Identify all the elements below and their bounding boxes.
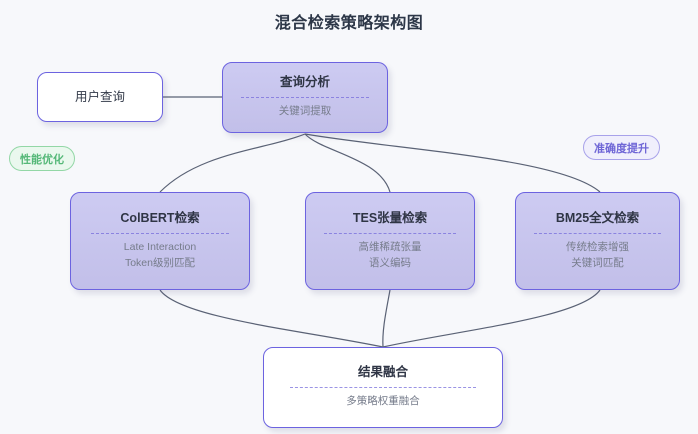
edge-tes-to-fusion bbox=[382, 289, 391, 348]
node-tes-subtitle-line1: 高维稀疏张量 bbox=[358, 241, 422, 254]
node-colbert-subtitle: Late Interaction Token级别匹配 bbox=[124, 240, 196, 270]
node-divider bbox=[241, 97, 369, 99]
node-divider bbox=[290, 387, 476, 389]
node-divider bbox=[533, 233, 662, 235]
edge-colbert-to-fusion bbox=[159, 289, 384, 348]
node-fusion-title: 结果融合 bbox=[357, 365, 408, 380]
node-user-query-title: 用户查询 bbox=[74, 89, 125, 104]
edge-query-analysis-to-tes bbox=[304, 133, 391, 193]
node-colbert-subtitle-line2: Token级别匹配 bbox=[124, 256, 195, 269]
node-colbert[interactable]: ColBERT检索 Late Interaction Token级别匹配 bbox=[70, 192, 250, 290]
node-bm25-subtitle: 传统检索增强 关键词匹配 bbox=[566, 240, 629, 270]
page-title: 混合检索策略架构图 bbox=[274, 15, 424, 32]
node-bm25-subtitle-line2: 关键词匹配 bbox=[571, 256, 624, 269]
node-fusion-subtitle: 多策略权重融合 bbox=[346, 395, 420, 408]
node-query-analysis[interactable]: 查询分析 关键词提取 bbox=[222, 62, 388, 133]
node-bm25-title: BM25全文检索 bbox=[555, 211, 640, 226]
badge-performance-label: 性能优化 bbox=[20, 153, 64, 166]
badge-accuracy-improvement[interactable]: 准确度提升 bbox=[583, 135, 660, 160]
node-fusion[interactable]: 结果融合 多策略权重融合 bbox=[263, 347, 503, 428]
node-bm25-subtitle-line1: 传统检索增强 bbox=[566, 241, 629, 254]
edge-query-analysis-to-colbert bbox=[159, 133, 306, 193]
node-query-analysis-title: 查询分析 bbox=[279, 75, 330, 90]
node-divider bbox=[324, 233, 456, 235]
edge-bm25-to-fusion bbox=[382, 289, 601, 348]
node-colbert-title: ColBERT检索 bbox=[120, 211, 200, 226]
edge-query-analysis-to-bm25 bbox=[304, 133, 601, 193]
node-user-query[interactable]: 用户查询 bbox=[37, 72, 163, 122]
badge-accuracy-label: 准确度提升 bbox=[594, 142, 649, 155]
node-query-analysis-subtitle: 关键词提取 bbox=[278, 105, 332, 118]
node-tes[interactable]: TES张量检索 高维稀疏张量 语义编码 bbox=[305, 192, 475, 290]
node-colbert-subtitle-line1: Late Interaction bbox=[123, 241, 197, 254]
badge-performance-optimization[interactable]: 性能优化 bbox=[9, 146, 75, 171]
node-tes-subtitle: 高维稀疏张量 语义编码 bbox=[359, 240, 422, 270]
node-bm25[interactable]: BM25全文检索 传统检索增强 关键词匹配 bbox=[515, 192, 680, 290]
node-divider bbox=[90, 233, 230, 235]
node-tes-subtitle-line2: 语义编码 bbox=[369, 256, 411, 269]
node-tes-title: TES张量检索 bbox=[352, 211, 428, 226]
